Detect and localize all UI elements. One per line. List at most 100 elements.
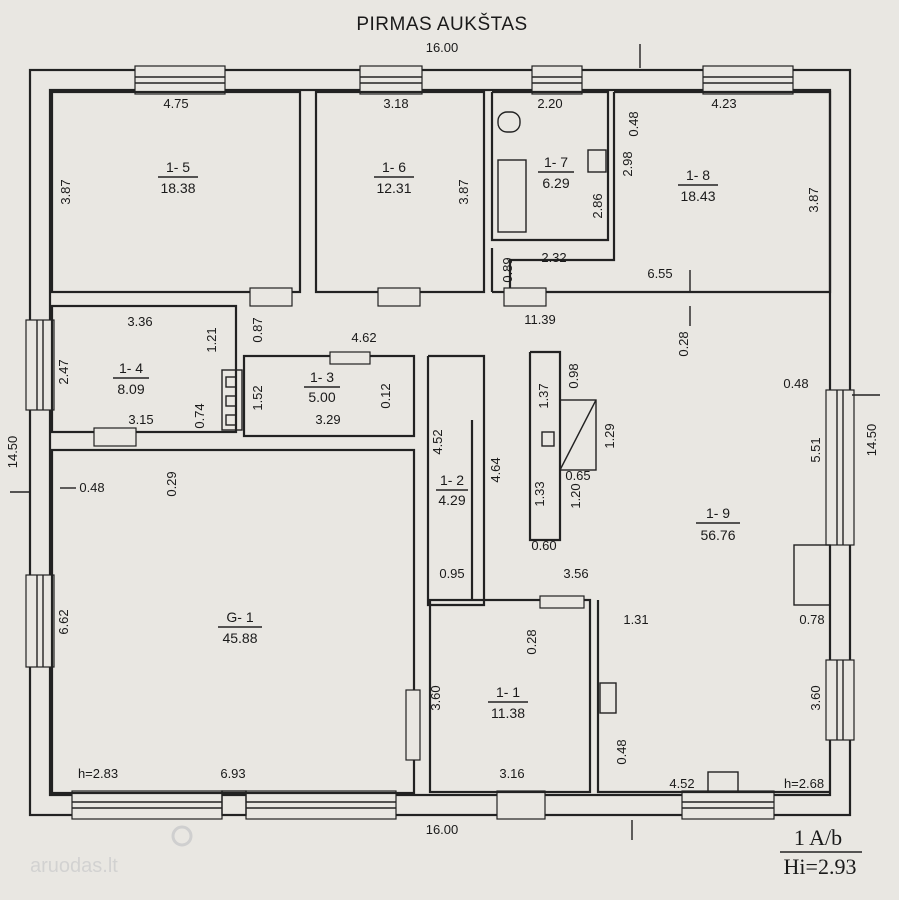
garage-door — [405, 689, 421, 761]
svg-text:45.88: 45.88 — [222, 630, 257, 646]
svg-text:1.20: 1.20 — [568, 483, 583, 508]
svg-text:18.38: 18.38 — [160, 180, 195, 196]
svg-text:0.87: 0.87 — [250, 317, 265, 342]
svg-text:2.86: 2.86 — [590, 193, 605, 218]
room-label-1-4: 1- 4 8.09 — [113, 360, 149, 397]
door-1-8 — [503, 287, 547, 307]
stair-block — [221, 369, 243, 431]
svg-text:1.31: 1.31 — [623, 612, 648, 627]
svg-text:11.39: 11.39 — [524, 312, 556, 327]
svg-text:3.60: 3.60 — [428, 685, 443, 710]
svg-text:3.87: 3.87 — [58, 179, 73, 204]
room-label-1-1: 1- 1 11.38 — [488, 684, 528, 721]
svg-text:1- 2: 1- 2 — [440, 472, 464, 488]
svg-text:0.48: 0.48 — [783, 376, 808, 391]
svg-text:4.23: 4.23 — [711, 96, 736, 111]
svg-text:0.48: 0.48 — [79, 480, 104, 495]
svg-text:1- 6: 1- 6 — [382, 159, 406, 175]
svg-text:0.74: 0.74 — [192, 403, 207, 428]
room-1-5-walls — [50, 90, 302, 294]
dimension-labels: 16.00 16.00 4.75 3.18 2.20 4.23 2.32 6.5… — [78, 40, 825, 837]
watermark-logo-icon — [171, 825, 193, 847]
svg-text:1.29: 1.29 — [602, 423, 617, 448]
svg-text:0.48: 0.48 — [626, 111, 641, 136]
window-bottom-3 — [496, 790, 546, 820]
window-top-1 — [134, 65, 226, 95]
room-label-1-5: 1- 5 18.38 — [158, 159, 198, 196]
svg-text:3.29: 3.29 — [315, 412, 340, 427]
svg-text:1.52: 1.52 — [250, 385, 265, 410]
room-label-1-7: 1- 7 6.29 — [538, 154, 574, 191]
svg-text:1- 5: 1- 5 — [166, 159, 190, 175]
window-top-3 — [531, 65, 583, 95]
room-1-3-walls — [242, 354, 416, 438]
plan-title: PIRMAS AUKŠTAS — [356, 13, 527, 35]
svg-text:0.28: 0.28 — [524, 629, 539, 654]
room-label-1-8: 1- 8 18.43 — [678, 167, 718, 204]
sheet-number: 1 A/b — [794, 825, 842, 850]
svg-text:1- 7: 1- 7 — [544, 154, 568, 170]
svg-text:3.16: 3.16 — [499, 766, 524, 781]
svg-text:1.37: 1.37 — [536, 383, 551, 408]
room-label-1-2: 1- 2 4.29 — [436, 472, 468, 508]
svg-text:3.18: 3.18 — [383, 96, 408, 111]
svg-text:3.56: 3.56 — [563, 566, 588, 581]
chimney-walls — [528, 350, 562, 542]
svg-text:2.32: 2.32 — [541, 250, 566, 265]
window-top-2 — [359, 65, 423, 95]
height-note: Hi=2.93 — [784, 854, 857, 879]
room-1-1-walls — [428, 598, 592, 794]
door-1-5 — [249, 287, 293, 307]
room-1-7-walls — [490, 90, 610, 242]
svg-text:0.65: 0.65 — [565, 468, 590, 483]
window-bottom-2 — [245, 790, 397, 820]
room-1-4-walls — [50, 304, 238, 434]
watermark: aruodas.lt — [30, 825, 193, 877]
room-label-g-1: G- 1 45.88 — [218, 609, 262, 646]
svg-text:1- 1: 1- 1 — [496, 684, 520, 700]
svg-text:3.15: 3.15 — [128, 412, 153, 427]
svg-text:1.21: 1.21 — [204, 327, 219, 352]
svg-text:3.36: 3.36 — [127, 314, 152, 329]
window-bottom-4 — [681, 790, 775, 820]
svg-text:4.52: 4.52 — [430, 429, 445, 454]
svg-text:4.29: 4.29 — [438, 492, 465, 508]
svg-text:0.12: 0.12 — [378, 383, 393, 408]
svg-text:5.51: 5.51 — [808, 437, 823, 462]
svg-text:8.09: 8.09 — [117, 381, 144, 397]
watermark-text: aruodas.lt — [30, 855, 118, 877]
boiler-icon — [707, 771, 739, 793]
window-left-2 — [25, 574, 55, 668]
svg-text:16.00: 16.00 — [426, 40, 459, 55]
svg-text:4.52: 4.52 — [669, 776, 694, 791]
svg-text:0.95: 0.95 — [439, 566, 464, 581]
svg-text:0.78: 0.78 — [799, 612, 824, 627]
svg-text:3.87: 3.87 — [806, 187, 821, 212]
dimension-labels-vertical: 14.50 14.50 3.87 3.87 0.48 2.98 2.86 3.8… — [5, 111, 879, 764]
room-1-9-lower-walls — [596, 600, 830, 794]
svg-text:6.93: 6.93 — [220, 766, 245, 781]
window-bottom-1 — [71, 790, 223, 820]
heater-icon — [599, 682, 617, 714]
svg-text:18.43: 18.43 — [680, 188, 715, 204]
svg-text:0.29: 0.29 — [164, 471, 179, 496]
svg-text:6.55: 6.55 — [647, 266, 672, 281]
svg-text:h=2.68: h=2.68 — [784, 776, 824, 791]
svg-text:3.60: 3.60 — [808, 685, 823, 710]
sheet-marker: 1 A/b Hi=2.93 — [780, 825, 862, 879]
door-1-6 — [377, 287, 421, 307]
door-1-3 — [329, 351, 371, 365]
svg-text:1- 4: 1- 4 — [119, 360, 143, 376]
svg-text:4.64: 4.64 — [488, 457, 503, 482]
window-right-2 — [825, 659, 855, 741]
door-1-4 — [93, 427, 137, 447]
sink-icon — [587, 149, 607, 173]
svg-text:4.62: 4.62 — [351, 330, 376, 345]
room-1-2-walls — [426, 354, 486, 607]
svg-text:3.87: 3.87 — [456, 179, 471, 204]
door-1-1 — [539, 595, 585, 609]
room-label-1-3: 1- 3 5.00 — [304, 369, 340, 405]
window-top-4 — [702, 65, 794, 95]
